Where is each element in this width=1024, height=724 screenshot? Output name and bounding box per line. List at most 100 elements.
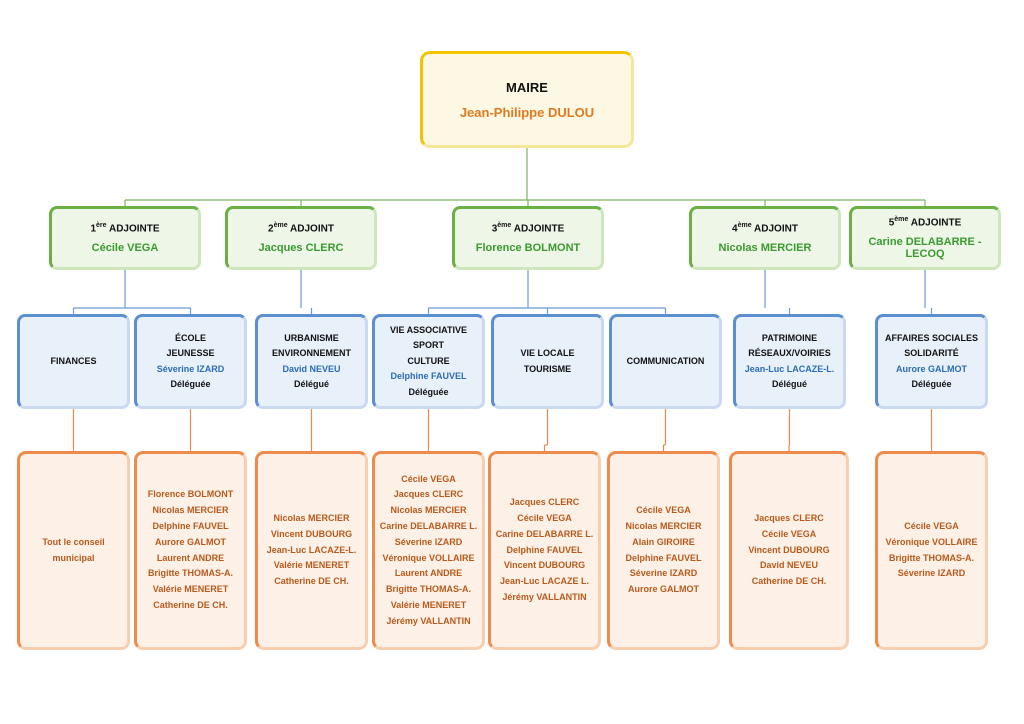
deputy-name: Jacques CLERC [258,242,344,255]
department-label: VIE LOCALE [520,348,575,358]
member-name: Catherine DE CH. [751,576,827,587]
commission-members-box-2: Florence BOLMONT Nicolas MERCIER Delphine … [134,451,247,650]
deputy-box-5: 5ème ADJOINTE Carine DELABARRE - LECOQ [849,206,1001,270]
member-name: Jean-Luc LACAZE L. [499,576,589,587]
department-label: VIE ASSOCIATIVE [389,324,467,335]
member-name: Séverine IZARD [394,536,463,547]
member-name: Valérie MENERET [273,560,350,571]
deputy-title: 1ère ADJOINTE [90,221,160,235]
member-name: Florence BOLMONT [147,489,234,500]
department-label: SOLIDARITÉ [904,348,959,358]
member-name: Aurore GALMOT [155,536,226,547]
member-name: Cécile VEGA [636,505,691,516]
mayor-box: MAIRE Jean-Philippe DULOU [420,51,634,148]
member-name: Vincent DUBOURG [503,560,586,571]
deputy-box-4: 4ème ADJOINT Nicolas MERCIER [689,206,841,270]
member-name: Laurent ANDRE [156,552,225,563]
mayor-name: Jean-Philippe DULOU [459,104,595,120]
member-name: Jacques CLERC [754,513,824,523]
member-name: Vincent DUBOURG [270,528,353,539]
department-label: ÉCOLE [174,332,206,343]
member-name: Vincent DUBOURG [748,544,830,555]
deputy-box-3: 3ème ADJOINTE Florence BOLMONT [452,206,604,270]
member-name: Catherine DE CH. [153,599,228,610]
deputy-name: Carine DELABARRE - LECOQ [868,236,982,261]
delegate-name: Aurore GALMOT [896,363,967,374]
department-label: FINANCES [50,355,97,366]
member-name: Valérie MENERET [152,584,229,595]
member-name: Catherine DE CH. [274,576,349,587]
member-name: Cécile VEGA [761,528,817,539]
member-name: Nicolas MERCIER [152,505,229,516]
member-name: Delphine FAUVEL [152,520,229,531]
delegate-name: Delphine FAUVEL [390,371,467,382]
deputy-title: 5ème ADJOINTE [888,215,962,229]
mayor-title: MAIRE [506,79,548,95]
member-name: Jacques CLERC [509,497,580,508]
department-label: JEUNESSE [166,348,215,358]
member-name: Aurore GALMOT [628,584,699,595]
member-name: Nicolas MERCIER [625,520,702,531]
deputy-name: Florence BOLMONT [475,242,581,255]
member-name: Séverine IZARD [629,568,698,579]
commission-members-box-5: Jacques CLERC Cécile VEGA Carine DELABARRE… [488,451,601,650]
member-name: Séverine IZARD [897,568,966,579]
member-name: Delphine FAUVEL [506,544,583,555]
department-label: ENVIRONNEMENT [271,348,351,358]
member-name: Jacques CLERC [393,489,464,500]
deputy-title: 3ème ADJOINTE [491,221,565,235]
member-name: Brigitte THOMAS-A. [386,584,471,595]
member-name: Brigitte THOMAS-A. [889,552,974,563]
deputy-box-2: 2ème ADJOINT Jacques CLERC [225,206,377,270]
member-name: Jean-Luc LACAZE-L. [266,544,357,555]
member-name: Cécile VEGA [401,473,456,484]
member-name: Cécile VEGA [904,520,959,531]
delegate-role: Déléguée [911,379,952,389]
department-box-vie-locale: VIE LOCALE TOURISME [491,314,604,409]
member-name: Jérémy VALLANTIN [386,615,471,626]
deputy-name: Nicolas MERCIER [718,242,812,255]
department-label: PATRIMOINE [761,332,818,343]
department-label: SPORT [412,340,444,351]
member-name: Jérémy VALLANTIN [502,591,587,602]
delegate-role: Délégué [293,379,329,389]
member-name: Nicolas MERCIER [390,505,467,516]
delegate-role: Déléguée [170,379,211,389]
department-box-finances: FINANCES [17,314,130,409]
delegate-role: Déléguée [408,386,449,397]
member-name: Véronique VOLLAIRE [382,552,475,563]
delegate-name: Jean-Luc LACAZE-L. [744,363,835,374]
member-name: Valérie MENERET [390,599,467,610]
member-name: Nicolas MERCIER [273,513,350,523]
member-name: Carine DELABARRE L. [495,528,594,539]
deputy-name: Cécile VEGA [91,242,159,255]
department-label: URBANISME [284,332,339,343]
member-name: Cécile VEGA [517,513,572,523]
member-name: Brigitte THOMAS-A. [148,568,233,579]
commission-members-box-1: Tout le conseil municipal [17,451,130,650]
department-label: COMMUNICATION [626,355,705,366]
department-label: CULTURE [407,355,450,366]
department-box-urbanisme: URBANISME ENVIRONNEMENT David NEVEU Délégué [255,314,368,409]
department-box-affaires-sociales: AFFAIRES SOCIALES SOLIDARITÉ Aurore GALMOT… [875,314,988,409]
department-box-communication: COMMUNICATION [609,314,722,409]
member-name: David NEVEU [759,560,819,571]
deputy-title: 2ème ADJOINT [268,221,334,235]
member-name: Laurent ANDRE [394,568,463,579]
deputy-title: 4ème ADJOINT [732,221,798,235]
department-label: TOURISME [523,363,572,374]
commission-members-box-8: Cécile VEGA Véronique VOLLAIRE Brigitte TH… [875,451,988,650]
delegate-role: Délégué [771,379,807,389]
member-name: Delphine FAUVEL [625,552,702,563]
department-label: AFFAIRES SOCIALES [884,332,978,343]
member-name: Véronique VOLLAIRE [885,536,978,547]
delegate-name: David NEVEU [282,363,341,374]
commission-members-box-3: Nicolas MERCIER Vincent DUBOURG Jean-Luc L… [255,451,368,650]
commission-members-box-7: Jacques CLERC Cécile VEGA Vincent DUBOURG D… [729,451,849,650]
member-name: Carine DELABARRE L. [379,520,478,531]
deputy-box-1: 1ère ADJOINTE Cécile VEGA [49,206,201,270]
